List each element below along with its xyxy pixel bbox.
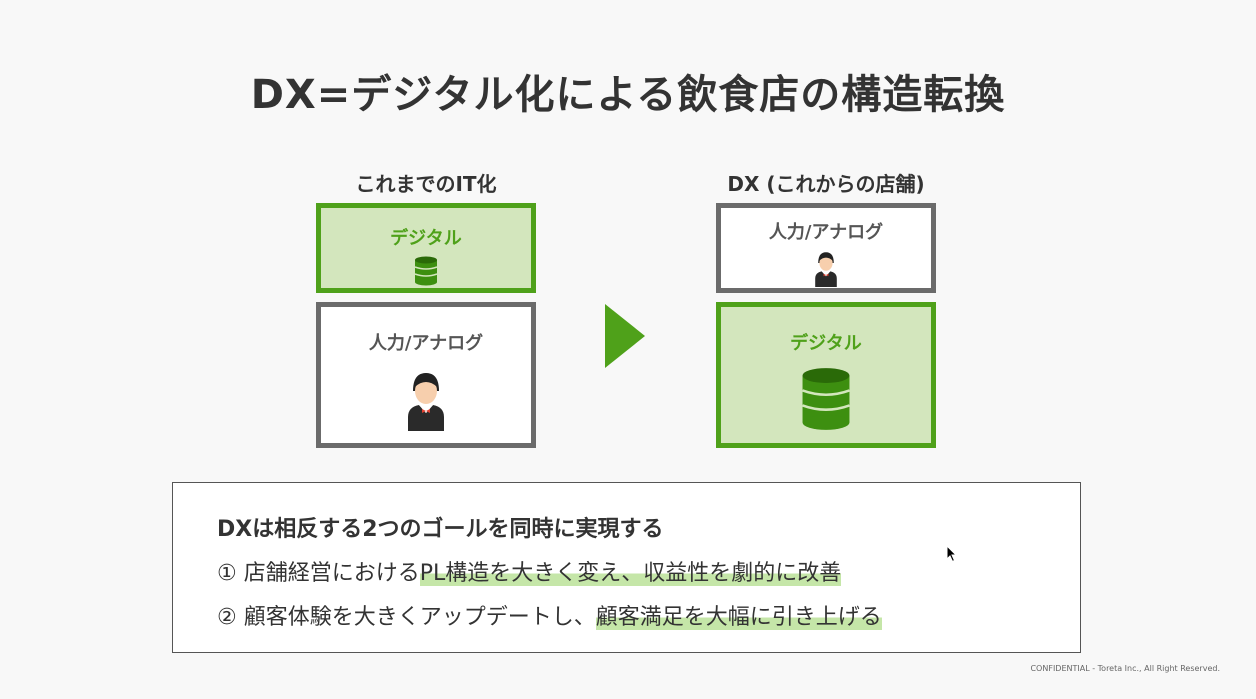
summary-line-1-text: ① 店舗経営における	[217, 561, 420, 586]
summary-line-1: ① 店舗経営におけるPL構造を大きく変え、収益性を劇的に改善	[217, 555, 842, 587]
left-digital-box: デジタル	[316, 203, 536, 293]
summary-line-2-text: ② 顧客体験を大きくアップデートし、	[217, 605, 596, 630]
left-digital-label: デジタル	[390, 228, 462, 249]
footer-confidential: CONFIDENTIAL - Toreta Inc., All Right Re…	[1030, 664, 1220, 673]
database-icon	[802, 368, 850, 430]
left-column-heading: これまでのIT化	[355, 172, 497, 196]
right-digital-box: デジタル	[716, 302, 936, 448]
play-arrow-icon	[605, 304, 645, 368]
summary-heading: DXは相反する2つのゴールを同時に実現する	[217, 517, 664, 542]
left-analog-label: 人力/アナログ	[368, 333, 484, 354]
person-icon	[815, 252, 837, 287]
summary-box: DXは相反する2つのゴールを同時に実現する ① 店舗経営におけるPL構造を大きく…	[172, 482, 1081, 653]
summary-line-2-highlight: 顧客満足を大幅に引き上げる	[595, 605, 882, 630]
right-analog-box: 人力/アナログ	[716, 203, 936, 293]
person-icon	[408, 373, 444, 431]
summary-line-2: ② 顧客体験を大きくアップデートし、顧客満足を大幅に引き上げる	[217, 599, 882, 631]
left-analog-box: 人力/アナログ	[316, 302, 536, 448]
right-column-heading: DX (これからの店舗)	[727, 172, 925, 196]
mouse-cursor-icon	[946, 545, 958, 563]
right-digital-label: デジタル	[790, 333, 862, 354]
slide-title: DX=デジタル化による飲食店の構造転換	[250, 72, 1006, 118]
summary-line-1-highlight: PL構造を大きく変え、収益性を劇的に改善	[419, 561, 842, 586]
database-icon	[414, 256, 438, 286]
right-analog-label: 人力/アナログ	[768, 222, 884, 243]
